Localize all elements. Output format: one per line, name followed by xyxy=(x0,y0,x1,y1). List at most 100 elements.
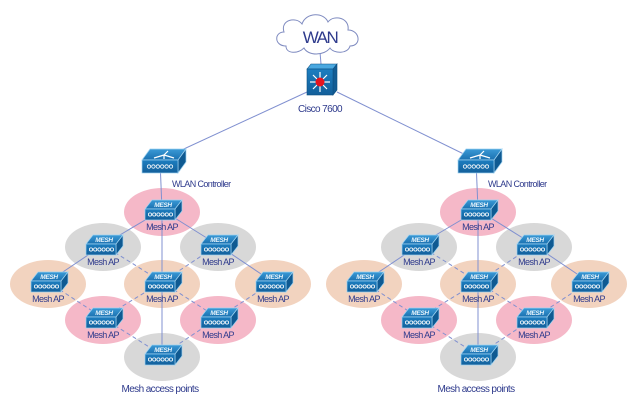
mesh-ap-label: Mesh AP xyxy=(403,257,435,267)
mesh-access-point[interactable]: MESH Mesh AP xyxy=(144,198,183,232)
mesh-ap-label: Mesh AP xyxy=(403,330,435,340)
core-router-label: Cisco 7600 xyxy=(298,104,343,115)
mesh-badge: MESH xyxy=(210,310,228,317)
mesh-access-point[interactable]: MESH Mesh AP xyxy=(516,233,555,267)
mesh-ap-icon: MESH xyxy=(516,233,555,257)
mesh-ap-icon: MESH xyxy=(401,233,440,257)
mesh-ap-icon: MESH xyxy=(460,343,499,367)
mesh-badge: MESH xyxy=(411,237,429,244)
wan-label: WAN xyxy=(303,28,338,47)
wlan-controller-icon xyxy=(457,147,503,175)
mesh-ap-icon: MESH xyxy=(401,306,440,330)
cluster-caption: Mesh access points xyxy=(437,384,515,395)
mesh-ap-icon: MESH xyxy=(144,198,183,222)
mesh-badge: MESH xyxy=(154,202,172,209)
antenna-rings xyxy=(462,164,490,169)
cluster-caption: Mesh access points xyxy=(121,384,199,395)
antenna-rings xyxy=(258,284,285,289)
layer3-switch-icon xyxy=(306,63,338,96)
mesh-access-point[interactable]: MESH Mesh AP xyxy=(401,233,440,267)
mesh-access-point[interactable]: MESH Mesh AP xyxy=(200,306,239,340)
mesh-access-point[interactable]: MESH Mesh AP xyxy=(401,306,440,340)
wlan-controller[interactable]: WLAN Controller xyxy=(457,147,548,189)
mesh-ap-label: Mesh AP xyxy=(573,294,605,304)
antenna-rings xyxy=(463,357,490,362)
mesh-ap-label: Mesh AP xyxy=(462,222,494,232)
mesh-badge: MESH xyxy=(356,274,374,281)
mesh-ap-icon: MESH xyxy=(144,270,183,294)
mesh-access-point[interactable]: MESH Mesh AP xyxy=(255,270,294,304)
mesh-ap-label: Mesh AP xyxy=(348,294,380,304)
controller-arrows xyxy=(469,150,491,159)
mesh-badge: MESH xyxy=(265,274,283,281)
mesh-badge: MESH xyxy=(40,274,58,281)
antenna-rings xyxy=(88,320,115,325)
mesh-ap-label: Mesh AP xyxy=(518,257,550,267)
antenna-rings xyxy=(203,247,230,252)
mesh-access-point[interactable]: MESH Mesh AP xyxy=(346,270,385,304)
mesh-ap-icon: MESH xyxy=(460,270,499,294)
mesh-badge: MESH xyxy=(470,202,488,209)
mesh-ap-label: Mesh AP xyxy=(257,294,289,304)
antenna-rings xyxy=(203,320,230,325)
mesh-ap-icon: MESH xyxy=(200,306,239,330)
router-center-dot xyxy=(315,77,325,87)
mesh-badge: MESH xyxy=(526,237,544,244)
mesh-ap-label: Mesh AP xyxy=(146,294,178,304)
mesh-access-point[interactable]: MESH Mesh AP xyxy=(144,270,183,304)
mesh-ap-icon: MESH xyxy=(30,270,69,294)
controller-arrows xyxy=(153,150,175,159)
mesh-access-point[interactable]: MESH Mesh AP xyxy=(30,270,69,304)
antenna-rings xyxy=(463,284,490,289)
mesh-ap-icon: MESH xyxy=(85,233,124,257)
mesh-ap-label: Mesh AP xyxy=(146,222,178,232)
mesh-badge: MESH xyxy=(210,237,228,244)
mesh-badge: MESH xyxy=(470,274,488,281)
mesh-badge: MESH xyxy=(470,347,488,354)
antenna-rings xyxy=(146,164,174,169)
cloud-icon xyxy=(276,14,359,55)
wlan-controller-label: WLAN Controller xyxy=(172,179,231,189)
antenna-rings xyxy=(349,284,376,289)
antenna-rings xyxy=(404,320,431,325)
mesh-badge: MESH xyxy=(154,274,172,281)
antenna-rings xyxy=(404,247,431,252)
mesh-ap-icon: MESH xyxy=(346,270,385,294)
mesh-badge: MESH xyxy=(526,310,544,317)
wlan-controller-icon xyxy=(141,147,187,175)
antenna-rings xyxy=(519,247,546,252)
mesh-access-point[interactable]: MESH xyxy=(460,343,499,367)
zones-layer xyxy=(10,188,627,381)
antenna-rings xyxy=(519,320,546,325)
antenna-rings xyxy=(463,212,490,217)
mesh-access-point[interactable]: MESH Mesh AP xyxy=(200,233,239,267)
mesh-ap-icon: MESH xyxy=(460,198,499,222)
mesh-ap-icon: MESH xyxy=(571,270,610,294)
mesh-ap-label: Mesh AP xyxy=(87,257,119,267)
antenna-rings xyxy=(147,357,174,362)
mesh-ap-icon: MESH xyxy=(255,270,294,294)
mesh-ap-icon: MESH xyxy=(200,233,239,257)
mesh-ap-icon: MESH xyxy=(516,306,555,330)
wan-cloud[interactable]: WAN xyxy=(276,14,359,55)
mesh-ap-label: Mesh AP xyxy=(202,257,234,267)
wlan-controller-label: WLAN Controller xyxy=(488,179,547,189)
mesh-ap-label: Mesh AP xyxy=(32,294,64,304)
mesh-access-point[interactable]: MESH xyxy=(144,343,183,367)
mesh-ap-label: Mesh AP xyxy=(202,330,234,340)
wlan-controller[interactable]: WLAN Controller xyxy=(141,147,232,189)
mesh-access-point[interactable]: MESH Mesh AP xyxy=(460,198,499,232)
mesh-badge: MESH xyxy=(154,347,172,354)
mesh-badge: MESH xyxy=(411,310,429,317)
antenna-rings xyxy=(88,247,115,252)
antenna-rings xyxy=(33,284,60,289)
core-router[interactable]: Cisco 7600 xyxy=(298,63,344,115)
antenna-rings xyxy=(147,284,174,289)
